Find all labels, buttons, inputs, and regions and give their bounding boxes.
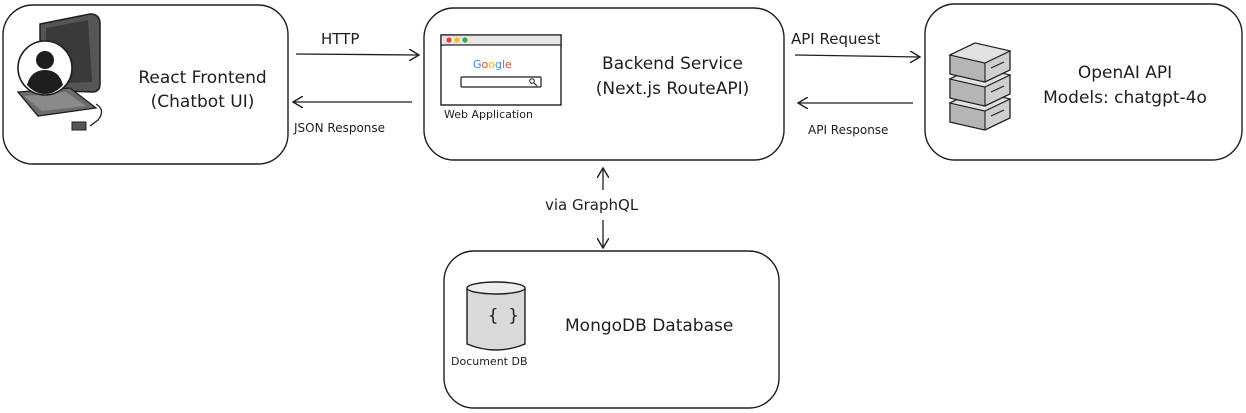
frontend-subtitle: (Chatbot UI) [150,92,255,112]
backend-title: Backend Service [602,54,743,74]
frontend-title: React Frontend [138,68,267,88]
user-computer-icon [16,13,103,131]
web-application-caption: Web Application [444,108,533,121]
db-brace-glyph: { } [488,306,519,326]
openai-subtitle: Models: chatgpt-4o [1043,88,1207,108]
document-db-caption: Document DB [451,355,528,368]
http-label: HTTP [321,30,360,48]
google-logo: Google [473,58,512,71]
search-box [460,76,542,88]
api-request-label: API Request [791,30,881,48]
backend-subtitle: (Next.js RouteAPI) [595,79,750,99]
json-response-label: JSON Response [294,121,386,135]
database-node-box [443,250,780,409]
api-response-label: API Response [808,123,889,137]
web-application-icon: Google [440,34,562,106]
document-db-icon [466,281,526,351]
server-stack-icon [948,42,1012,131]
openai-title: OpenAI API [1077,63,1173,83]
http-arrow [295,54,419,55]
database-title: MongoDB Database [565,316,734,336]
api-request-arrow [794,55,920,57]
graphql-label: via GraphQL [543,196,641,214]
